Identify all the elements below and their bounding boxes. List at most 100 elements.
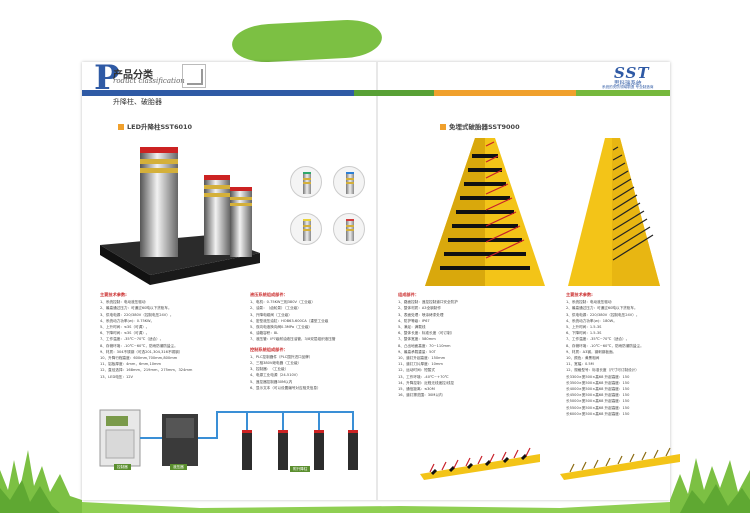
grass-decoration (0, 450, 750, 513)
spec-line: 12、直径选择：168mm，219mm，275mm，324mm (100, 368, 193, 373)
spec-line: 2、三相380V继电器（工业级） (250, 361, 302, 366)
spec-line: 2、整体材质：A3全钢制作 (398, 306, 441, 311)
spec-heading: 主要技术参数: (566, 292, 593, 297)
spec-line: 11、道钉刀片厚度：10mm (398, 362, 443, 367)
spec-line: 3、升降电磁阀（工业级） (250, 312, 292, 317)
spec-line: 长4500×宽500×高68 升起高度：150 (566, 393, 630, 398)
spec-line: 10、颜色：黄黑相间 (566, 356, 600, 361)
spike-strip-alt-image (560, 447, 680, 480)
spec-line: 5、遥控器控制器30M以内 (250, 379, 293, 384)
corner-mark-icon (182, 64, 206, 88)
left-product-title-text: LED升降柱SST6010 (127, 123, 193, 131)
spec-line: 5、双向电液换向阀0.3MPa（工业级） (250, 325, 313, 330)
spec-line: 9、材质：A3钢，钢刺钢板面。 (566, 349, 617, 354)
bullet-icon (440, 124, 446, 130)
spec-line: 11、铝板厚度：4mm，6mm,10mm (100, 362, 162, 367)
spec-line: 11、宽幅：0.5M (566, 362, 594, 367)
tyre-killer-alt-image (568, 138, 660, 286)
spec-line: 长3300×宽500×高68 升起高度：150 (566, 374, 630, 379)
spec-line: 6、油箱容积：8L (250, 331, 279, 336)
bollard-light-variant (333, 166, 365, 198)
spec-heading: 控制系统组成部件： (250, 346, 288, 352)
header-bar-orange (434, 90, 576, 96)
spec-line: 12、规格型号：标准长度（尺寸可订制设计） (566, 368, 639, 373)
right-main-specs: 主要技术参数: 1、系统控制：电动液压驱动 2、最高通过压力：可通过60吨以下货… (566, 292, 670, 417)
logo-name: 思科瑞系统 (614, 81, 642, 87)
page-fold (376, 62, 378, 500)
spec-line: 长5000×宽500×高68 升起高度：150 (566, 399, 630, 404)
spec-line: 15、通信距离：≤30M (398, 387, 435, 392)
spec-line: 12、运动时间：短暂式 (398, 368, 435, 373)
spec-line: 9、材质：304不锈钢（可选201,304,316不锈钢） (100, 349, 183, 354)
spec-line: 5、满足：满载线 (398, 325, 426, 330)
spec-line: 1、系统控制：电动液压驱动 (566, 300, 612, 305)
diagram-label-controller: 控制器 (114, 464, 131, 470)
spec-line: 6、下降时间：1.5-3S (566, 331, 602, 336)
product-line-label: 升降柱、破胎器 (113, 98, 162, 106)
spec-line: 7、工作温度：-35℃~70℃（适合）。 (566, 337, 630, 342)
spec-line: 4、电源工业电源（24-510V） (250, 373, 300, 378)
spec-line: 1、路面控制：遥控控制道口安全防护 (398, 300, 458, 305)
spec-line: 8、凸出地面高度：70~110mm (398, 343, 451, 348)
right-product-title: 免埋式破胎器SST9000 (440, 121, 520, 131)
spec-heading: 主要技术参数: (100, 292, 127, 297)
spec-line: 3、供电电源：220/380V（控制电压24V）。 (100, 312, 174, 317)
spec-line: 长6000×宽500×高68 升起高度：150 (566, 411, 630, 416)
spec-line: 10、道钉升起高度：150mm (398, 356, 446, 361)
tyre-killer-product-image (425, 138, 545, 286)
logo-mark: SST (614, 64, 650, 82)
spec-heading: 组成部件： (398, 292, 419, 297)
spec-line: 长3500×宽500×高68 升起高度：150 (566, 380, 630, 385)
spec-line: 7、整体宽度：580mm (398, 337, 436, 342)
right-feature-specs: 组成部件： 1、路面控制：遥控控制道口安全防护 2、整体材质：A3全钢制作 3、… (398, 292, 518, 398)
spec-line: 3、供电电源：220/380V（控制电压24V）。 (566, 312, 640, 317)
logo-tagline: 系统的安防领域制造 专业制造商 (602, 85, 654, 89)
spec-line: 长4000×宽500×高68 升起高度：150 (566, 387, 630, 392)
spec-line: 1、PLC控制器件（PLC国外进口品牌） (250, 354, 313, 359)
spec-line: 7、工作温度：-35℃~70℃（适合）。 (100, 337, 164, 342)
brand-logo: SST 思科瑞系统 系统的安防领域制造 专业制造商 (600, 64, 670, 92)
bollard-light-variant (290, 213, 322, 245)
header-bar-green (354, 90, 434, 96)
spec-line: 14、升降控制：近程无线遥控/线控 (398, 380, 455, 385)
diagram-label-hydraulic: 液压器 (170, 464, 187, 470)
header-bar-blue (82, 90, 354, 96)
spec-line: 6、显示文本（可以设置编号对应相关信息） (250, 385, 321, 390)
section-subtitle: roduct classification (113, 77, 185, 85)
spec-line: 8、存储环境：-10℃~60℃，防雨防潮防盐尘。 (566, 343, 644, 348)
spec-heading: 液压系统组成部件： (250, 292, 288, 297)
spec-line: 13、工作环境：-40℃~+70℃ (398, 374, 449, 379)
spec-line: 10、升降行程高度：600mm,700mm,800mm (100, 356, 178, 361)
spec-line: 长5500×宽500×高68 升起高度：150 (566, 405, 630, 410)
spec-line: 3、控制器：（工业级） (250, 367, 289, 372)
spec-line: 5、上升时间：1.5-3S (566, 325, 602, 330)
left-main-specs: 主要技术参数: 1、系统控制：电动液压驱动 2、最高通过压力：可通过60吨以下货… (100, 292, 230, 380)
spec-line: 6、整体长度：标准长度（可订制） (398, 331, 455, 336)
system-wiring-diagram (99, 409, 358, 470)
spike-strip-image (420, 447, 540, 480)
diagram-label-bollards: 附升降柱 (290, 466, 311, 472)
spec-line: 4、密型液压油缸：HOB63-600CA（重型工业级 (250, 318, 329, 323)
spec-line: 13、LED电压：12V (100, 374, 134, 379)
spec-line: 4、系统动力功率(w)：0.75KW。 (100, 318, 155, 323)
decorative-leaf (231, 18, 383, 64)
spec-line: 1、系统控制：电动液压驱动 (100, 300, 146, 305)
spec-line: 5、上升时间：≤3S（可调）。 (100, 325, 150, 330)
section-title: 产品分类 (113, 70, 153, 81)
spec-line: 8、存储环境：-10℃~60℃，防雨防潮防盐尘。 (100, 343, 178, 348)
spec-line: 16、道钉擦范围：30M以内 (398, 393, 443, 398)
header-bar-green-right (576, 90, 670, 96)
bollard-product-image (100, 147, 260, 285)
spec-line: 2、最高通过压力：可通过60吨以下货柜车。 (566, 306, 638, 311)
spec-line: 2、最高通过压力：可通过60吨以下货柜车。 (100, 306, 172, 311)
bollard-light-variant (333, 213, 365, 245)
spec-line: 1、电机：0.75KW三相380V（工业级） (250, 300, 315, 305)
left-product-title: LED升降柱SST6010 (118, 121, 192, 131)
spec-line: 3、表面处理：喷涂烤漆处理 (398, 312, 444, 317)
spec-line: 7、液压管：IP7级耐油液压油管，3/8双层组织液压管 (250, 337, 336, 342)
left-hydraulic-specs: 液压系统组成部件： 1、电机：0.75KW三相380V（工业级） 2、油泵：（齿… (250, 292, 368, 391)
bollard-light-variant (290, 166, 322, 198)
spec-line: 9、最高承载重量：50T (398, 349, 436, 354)
spec-line: 6、下降时间：≤3S（可调）。 (100, 331, 150, 336)
spec-line: 4、防护等级：IP67 (398, 318, 430, 323)
